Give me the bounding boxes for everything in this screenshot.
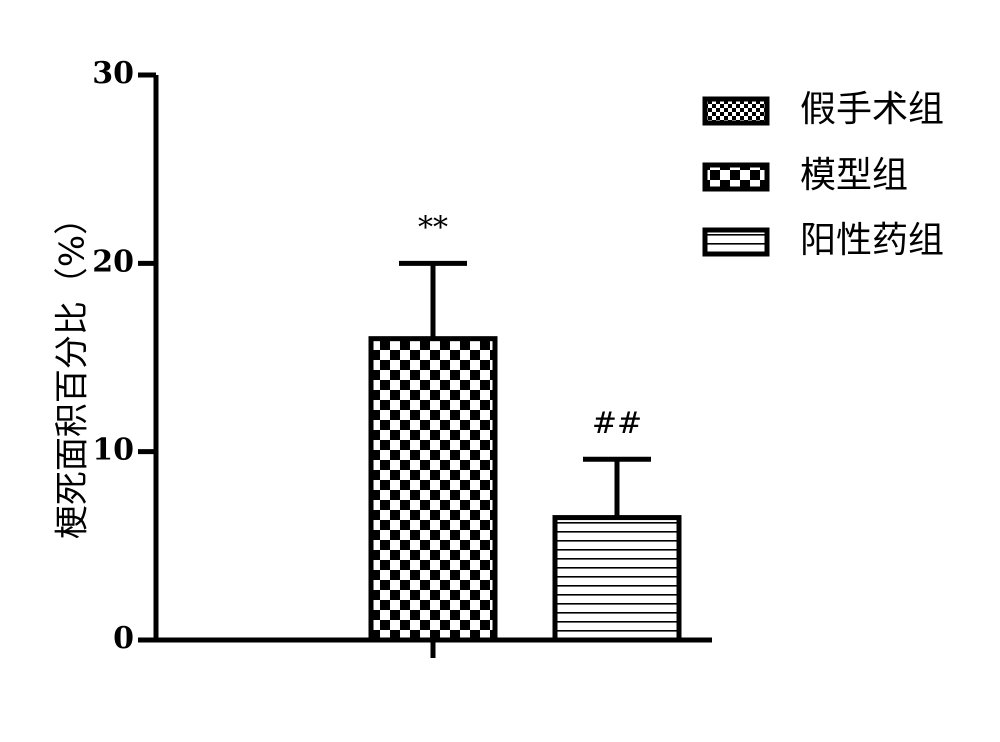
significance-label: **: [418, 210, 448, 245]
legend-swatch: [702, 96, 770, 126]
bar: [552, 515, 682, 643]
bars-group: [368, 260, 682, 643]
y-tick-label: 0: [113, 621, 134, 656]
y-axis-ticks: 0 10 20 30: [92, 56, 156, 656]
legend-label: 假手术组: [800, 89, 944, 130]
significance-label: ##: [592, 406, 642, 441]
legend-swatch: [702, 227, 770, 257]
y-axis-label: 梗死面积百分比（%）: [53, 201, 93, 539]
legend-label: 模型组: [800, 155, 908, 196]
annotations-group: ** ##: [418, 210, 642, 441]
bar: [368, 336, 498, 643]
y-tick-label: 10: [92, 433, 134, 468]
legend-label: 阳性药组: [800, 220, 944, 261]
legend-swatch: [702, 162, 770, 192]
y-tick-label: 30: [92, 56, 134, 91]
y-tick-label: 20: [92, 244, 134, 279]
